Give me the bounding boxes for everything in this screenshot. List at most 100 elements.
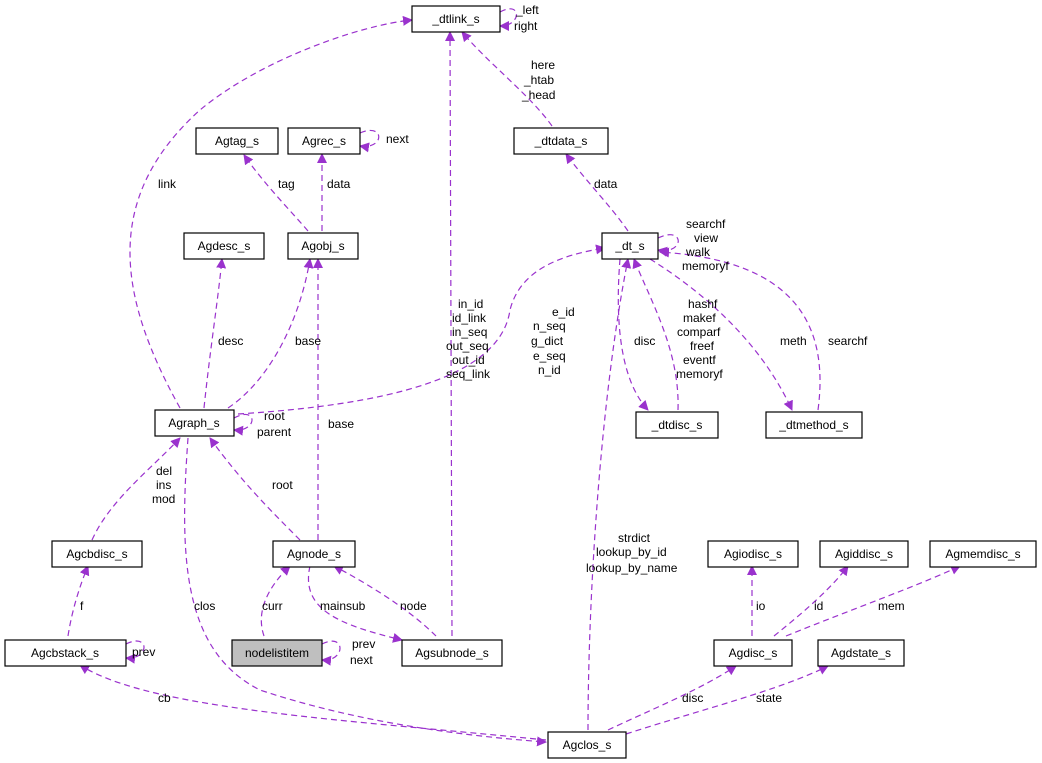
edge-dtdata-dtlink [461, 31, 553, 127]
node-agdesc[interactable]: Agdesc_s [183, 232, 265, 260]
node-agdisc[interactable]: Agdisc_s [713, 639, 793, 667]
edge-label: out_id [452, 353, 485, 367]
edge-agnode-agsubnode [307, 565, 403, 643]
edge-label: e_id [552, 305, 575, 319]
edge-label: mem [878, 599, 905, 613]
edge-label: mainsub [320, 599, 366, 613]
edge-nodelist-self [321, 640, 341, 666]
edge-dtdisc-dt [632, 258, 679, 411]
edge-label: disc [682, 691, 703, 705]
node-agsubnode[interactable]: Agsubnode_s [401, 639, 503, 667]
edge-label: disc [634, 334, 655, 348]
edge-agraph-agclos [184, 437, 547, 747]
node-agrec[interactable]: Agrec_s [287, 127, 361, 155]
node-agobj[interactable]: Agobj_s [287, 232, 359, 260]
node-label: _dtdata_s [534, 134, 588, 148]
node-label: Agclos_s [563, 738, 612, 752]
edge-label: searchf [828, 334, 868, 348]
node-label: Agtag_s [215, 134, 259, 148]
edge-label: n_id [538, 363, 561, 377]
edge-label: id [814, 599, 823, 613]
edge-dtmethod-dt [659, 247, 821, 411]
edge-agcbstack-self [125, 640, 145, 664]
edge-label: e_seq [533, 349, 566, 363]
edge-nodelist-agnode [260, 565, 291, 637]
node-agmemdisc[interactable]: Agmemdisc_s [929, 540, 1037, 568]
node-label: Agrec_s [302, 134, 346, 148]
node-agcbdisc[interactable]: Agcbdisc_s [51, 540, 143, 568]
edge-agobj-agtag [243, 154, 309, 232]
node-agdstate[interactable]: Agdstate_s [817, 639, 905, 667]
edge-agrec-self [359, 130, 380, 153]
edge-agcbdisc-agraph [91, 437, 181, 541]
node-label: _dtdisc_s [651, 418, 703, 432]
edge-label: base [328, 417, 354, 431]
edge-agraph-agdesc [203, 258, 227, 409]
edge-label: id_link [452, 311, 487, 325]
node-agclos[interactable]: Agclos_s [547, 731, 627, 759]
edge-label: f [80, 599, 84, 613]
edge-label: meth [780, 334, 807, 348]
edge-label: parent [257, 425, 292, 439]
edge-agclos-dt [587, 258, 632, 731]
node-agtag[interactable]: Agtag_s [195, 127, 279, 155]
edge-label: walk [685, 245, 711, 259]
edge-label: searchf [686, 217, 726, 231]
node-label: _dtmethod_s [778, 418, 848, 432]
edge-label: memoryf [682, 259, 729, 273]
edge-label: lookup_by_name [586, 561, 678, 575]
node-agiddisc[interactable]: Agiddisc_s [819, 540, 909, 568]
node-label: Agdstate_s [831, 646, 891, 660]
node-label: Agcbstack_s [31, 646, 99, 660]
node-agnode[interactable]: Agnode_s [272, 540, 356, 568]
node-label: Agcbdisc_s [66, 547, 127, 561]
edge-label: view [694, 231, 718, 245]
edge-label: root [264, 409, 285, 423]
edge-labels: _left right here _htab _head next tag da… [80, 3, 905, 705]
node-agcbstack[interactable]: Agcbstack_s [4, 639, 127, 667]
edges [67, 8, 961, 747]
node-label: _dt_s [614, 239, 644, 253]
node-dt[interactable]: _dt_s [601, 232, 659, 260]
edge-label: in_seq [452, 325, 487, 339]
edge-agdisc-agiddisc [773, 565, 849, 637]
edge-agdisc-agmemdisc [785, 565, 961, 637]
edge-label: prev [352, 637, 375, 651]
node-dtmethod[interactable]: _dtmethod_s [765, 411, 863, 439]
edge-label: strdict [618, 531, 651, 545]
edge-label: comparf [677, 325, 721, 339]
edge-label: next [386, 132, 409, 146]
edge-dt-dtdisc [617, 258, 649, 411]
edge-agnode-agraph [209, 437, 301, 541]
edge-dt-dtmethod [649, 258, 793, 411]
edge-label: memoryf [676, 367, 723, 381]
edge-label: freef [690, 339, 715, 353]
edge-label: next [350, 653, 373, 667]
node-dtdisc[interactable]: _dtdisc_s [635, 411, 719, 439]
edge-label: prev [132, 645, 155, 659]
edge-label: hashf [688, 297, 718, 311]
node-agiodisc[interactable]: Agiodisc_s [707, 540, 799, 568]
node-label: _dtlink_s [431, 12, 479, 26]
edge-label: data [327, 177, 351, 191]
node-label: Agraph_s [168, 416, 219, 430]
edge-agraph-dtlink [129, 15, 413, 409]
edge-dtlink-self [499, 8, 517, 31]
edge-agraph-self [233, 413, 253, 436]
edge-label: tag [278, 177, 295, 191]
node-nodelistitem[interactable]: nodelistitem [231, 639, 323, 667]
edge-label: state [756, 691, 782, 705]
node-dtlink[interactable]: _dtlink_s [411, 5, 501, 33]
edge-label: out_seq [446, 339, 489, 353]
node-label: Agiodisc_s [724, 547, 782, 561]
edge-label: eventf [683, 353, 716, 367]
edge-label: cb [158, 691, 171, 705]
node-agraph[interactable]: Agraph_s [154, 409, 235, 437]
nodes: _dtlink_s Agtag_s Agrec_s _dtdata_s Agde… [4, 5, 1037, 759]
node-dtdata[interactable]: _dtdata_s [513, 127, 609, 155]
edge-agraph-agobj [227, 258, 314, 409]
edge-label: clos [194, 599, 215, 613]
edge-label: _htab [523, 73, 554, 87]
edge-agclos-agcbstack [79, 664, 547, 741]
